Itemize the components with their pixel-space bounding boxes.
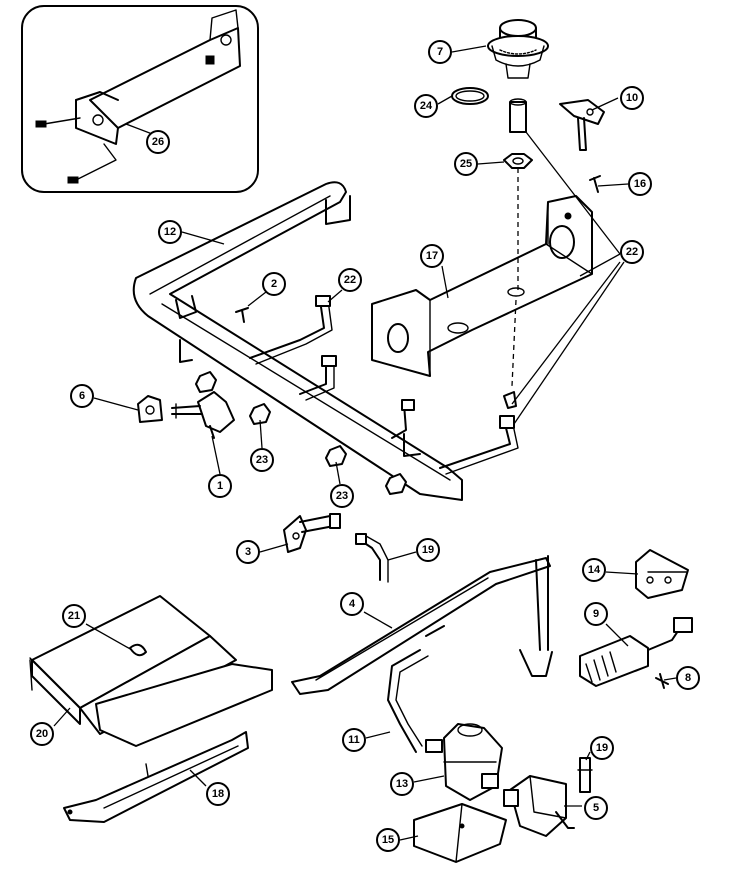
part-22-tube-mid — [299, 355, 415, 439]
part-10-electrode — [559, 99, 605, 151]
callout-7: 7 — [428, 40, 452, 64]
inset-panel — [21, 5, 259, 193]
part-24-o-ring — [451, 87, 489, 105]
callout-26-label: 26 — [152, 136, 164, 148]
part-4-bar — [291, 555, 553, 695]
leader-lines — [53, 45, 677, 841]
part-19-tube-upper — [355, 533, 389, 583]
callout-18-label: 18 — [212, 788, 224, 800]
callout-21-label: 21 — [68, 610, 80, 622]
callout-2-label: 2 — [271, 278, 277, 290]
callout-5-label: 5 — [593, 802, 599, 814]
callout-15: 15 — [376, 828, 400, 852]
callout-21: 21 — [62, 604, 86, 628]
part-22-tube-upper — [249, 295, 333, 365]
callout-19-lower-label: 19 — [596, 742, 608, 754]
callout-19-upper-label: 19 — [422, 544, 434, 556]
callout-12-label: 12 — [164, 226, 176, 238]
part-20-shield — [29, 595, 273, 747]
callout-8-label: 8 — [685, 672, 691, 684]
callout-11-label: 11 — [348, 734, 360, 746]
part-23-nuts — [195, 371, 407, 495]
callout-23-left-label: 23 — [256, 454, 268, 466]
alignment-dash-2 — [511, 299, 517, 387]
callout-26: 26 — [146, 130, 170, 154]
callout-16: 16 — [628, 172, 652, 196]
part-11-tube — [387, 625, 445, 753]
callout-18: 18 — [206, 782, 230, 806]
callout-11: 11 — [342, 728, 366, 752]
callout-24-label: 24 — [420, 100, 433, 112]
callout-6: 6 — [70, 384, 94, 408]
callout-23-right-label: 23 — [336, 490, 348, 502]
part-1-valve — [171, 391, 235, 439]
callout-3-label: 3 — [245, 546, 251, 558]
part-19-fitting-lower — [577, 757, 593, 793]
part-17-burner-box — [371, 195, 593, 377]
callout-9: 9 — [584, 602, 608, 626]
part-5-valve — [503, 775, 575, 837]
callout-15-label: 15 — [382, 834, 394, 846]
callout-3: 3 — [236, 540, 260, 564]
callout-13: 13 — [390, 772, 414, 796]
part-14-block — [635, 549, 689, 599]
callout-25: 25 — [454, 152, 478, 176]
callout-17-label: 17 — [426, 250, 438, 262]
callout-6-label: 6 — [79, 390, 85, 402]
callout-1: 1 — [208, 474, 232, 498]
callout-16-label: 16 — [634, 178, 646, 190]
part-16-screw — [589, 175, 601, 193]
callout-4-label: 4 — [349, 598, 356, 610]
callout-20: 20 — [30, 722, 54, 746]
part-26-bracket — [35, 9, 241, 184]
callout-24: 24 — [414, 94, 438, 118]
burner-tube — [509, 98, 527, 133]
part-7-burner-cap — [487, 19, 549, 79]
callout-23-left: 23 — [250, 448, 274, 472]
callout-2: 2 — [262, 272, 286, 296]
callout-22-upper: 22 — [338, 268, 362, 292]
callout-8: 8 — [676, 666, 700, 690]
callout-14-label: 14 — [588, 564, 601, 576]
part-22-tube-lower — [439, 391, 519, 475]
callout-14: 14 — [582, 558, 606, 582]
callout-9-label: 9 — [593, 608, 599, 620]
callout-25-label: 25 — [460, 158, 472, 170]
callout-7-label: 7 — [437, 46, 443, 58]
callout-13-label: 13 — [396, 778, 408, 790]
part-21-clip — [129, 643, 147, 657]
callout-10: 10 — [620, 86, 644, 110]
callout-17: 17 — [420, 244, 444, 268]
callout-10-label: 10 — [626, 92, 638, 104]
callout-20-label: 20 — [36, 728, 48, 740]
callout-19-lower: 19 — [590, 736, 614, 760]
part-25-nut — [503, 153, 533, 169]
callout-22-right-label: 22 — [626, 246, 638, 258]
callout-5: 5 — [584, 796, 608, 820]
callout-22-upper-label: 22 — [344, 274, 356, 286]
part-15-plate — [413, 803, 507, 863]
part-13-regulator — [425, 723, 503, 801]
callout-19-upper: 19 — [416, 538, 440, 562]
part-18-bar — [63, 731, 249, 823]
callout-23-right: 23 — [330, 484, 354, 508]
callout-12: 12 — [158, 220, 182, 244]
part-2-screw — [235, 307, 249, 323]
callout-22-right: 22 — [620, 240, 644, 264]
part-6-bracket — [137, 395, 163, 423]
callout-4: 4 — [340, 592, 364, 616]
part-8-screw — [655, 673, 669, 689]
part-3-elbow — [283, 513, 341, 553]
callout-1-label: 1 — [217, 480, 223, 492]
part-9-igniter — [579, 617, 693, 687]
